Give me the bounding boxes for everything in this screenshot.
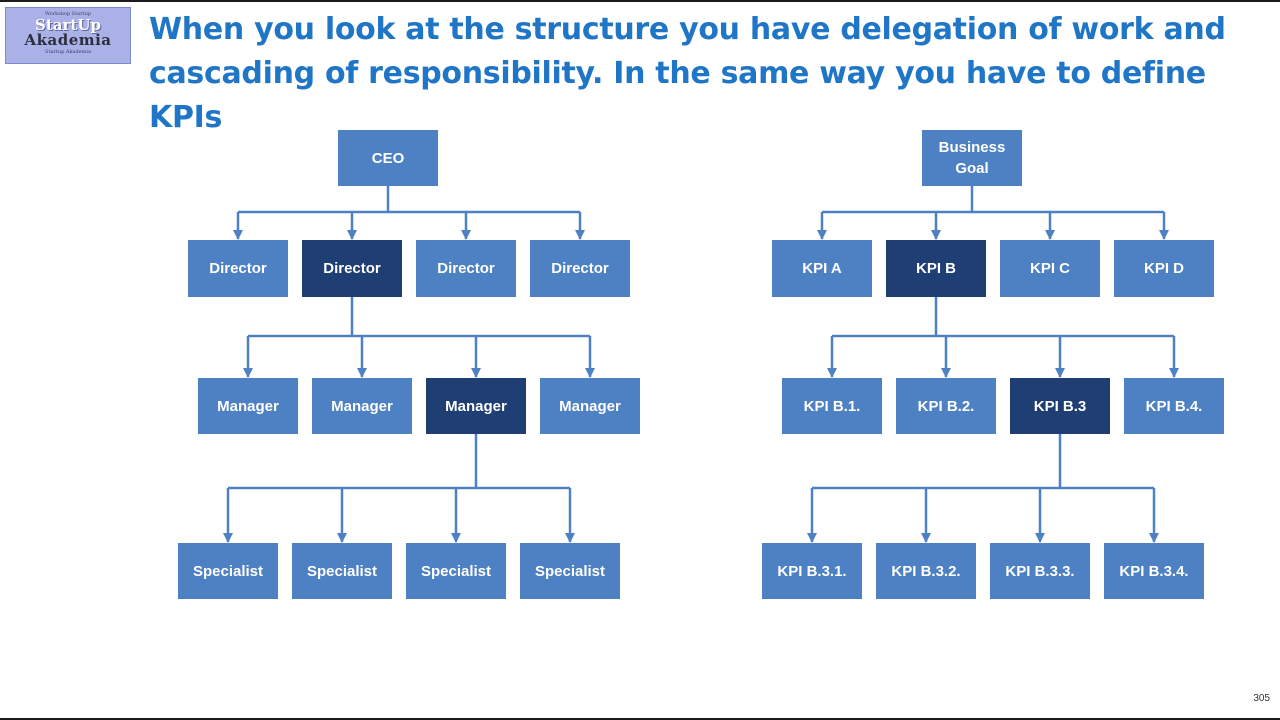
node-label: KPI B.3 [1033,397,1087,415]
org-node-specialist: Specialist [292,543,392,599]
page-number: 305 [1253,693,1270,704]
node-label: Director [551,260,609,277]
node-label: KPI D [1143,260,1184,277]
node-label: Manager [331,397,393,415]
kpi-node-b-highlighted: KPI B [886,240,986,297]
node-label: Director [437,260,495,277]
top-border [0,0,1280,2]
node-label: Specialist [192,562,264,580]
node-label: KPI B.4. [1145,397,1203,415]
kpi-node-a: KPI A [772,240,872,297]
node-label: KPI B.1. [803,397,861,415]
kpi-node-business-goal: Business Goal [922,130,1022,186]
node-label: Manager [217,397,279,415]
node-label: KPI A [802,260,842,277]
kpi-node-b3-highlighted: KPI B.3 [1010,378,1110,434]
kpi-node-b1: KPI B.1. [782,378,882,434]
kpi-node-b31: KPI B.3.1. [762,543,862,599]
kpi-node-b33: KPI B.3.3. [990,543,1090,599]
org-node-director-highlighted: Director [302,240,402,297]
logo-line-akademia: Akademia [24,31,112,49]
kpi-node-d: KPI D [1114,240,1214,297]
logo-line-startup: StartUp [35,16,101,34]
bottom-border [0,718,1280,720]
kpi-node-b32: KPI B.3.2. [876,543,976,599]
org-node-ceo: CEO [338,130,438,186]
node-label: Specialist [420,562,492,580]
kpi-node-c: KPI C [1000,240,1100,297]
startup-akademia-logo: Workshop Startup StartUp Akademia Startu… [5,7,131,64]
node-label: Business Goal [938,139,1006,177]
org-node-director: Director [416,240,516,297]
node-label: CEO [371,149,405,167]
node-label: KPI B.3.4. [1119,562,1189,580]
node-label: Specialist [306,562,378,580]
org-node-specialist: Specialist [520,543,620,599]
kpi-node-b2: KPI B.2. [896,378,996,434]
node-label: KPI B [915,260,956,277]
node-label: KPI B.2. [917,397,975,415]
node-label: Manager [559,397,621,415]
slide-title: When you look at the structure you have … [149,12,1226,135]
org-node-manager: Manager [198,378,298,434]
node-label: KPI B.3.3. [1005,562,1075,580]
kpi-node-b34: KPI B.3.4. [1104,543,1204,599]
node-label: Manager [445,397,507,415]
org-node-manager: Manager [312,378,412,434]
org-node-manager: Manager [540,378,640,434]
org-node-specialist: Specialist [406,543,506,599]
org-node-specialist: Specialist [178,543,278,599]
org-node-director: Director [530,240,630,297]
node-label: Specialist [534,562,606,580]
node-label: Director [209,260,267,277]
org-node-manager-highlighted: Manager [426,378,526,434]
node-label: KPI B.3.2. [891,562,961,580]
node-label: KPI C [1029,260,1070,277]
kpi-node-b4: KPI B.4. [1124,378,1224,434]
logo-subline: Startup Akademia [45,49,91,55]
logo-tagline: Workshop Startup [44,11,92,17]
node-label: Director [323,260,381,277]
org-node-director: Director [188,240,288,297]
node-label: KPI B.3.1. [777,562,847,580]
